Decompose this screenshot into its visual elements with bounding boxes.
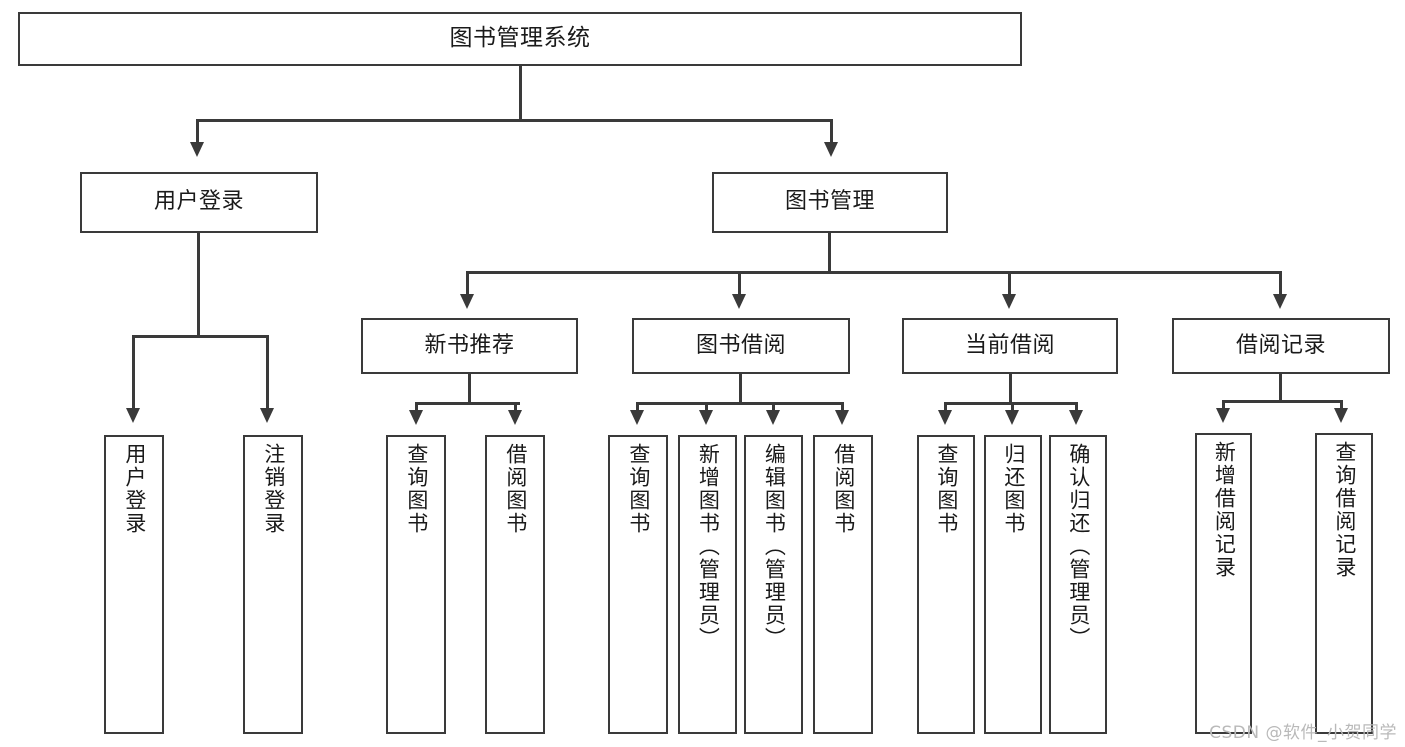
leaf-current-borrow-query-book[interactable]: 查询图书	[917, 435, 975, 734]
connector-bb-splitter	[636, 402, 844, 405]
connector-nbr-splitter	[415, 402, 520, 405]
leaf-label: 查询图书	[404, 443, 429, 535]
connector-root-to-book-management	[830, 119, 833, 144]
leaf-label: 查询图书	[934, 443, 959, 535]
leaf-current-borrow-confirm-return-admin[interactable]: 确认归还（管理员）	[1049, 435, 1107, 734]
arrow-cb-leaf-2	[1005, 410, 1019, 425]
connector-nbr-branch-2	[514, 402, 517, 412]
connector-br-stem	[1279, 374, 1282, 402]
leaf-new-book-recommend-borrow-book[interactable]: 借阅图书	[485, 435, 545, 734]
arrow-user-login-leaf-2	[260, 408, 274, 423]
arrow-root-to-user-login	[190, 142, 204, 157]
arrow-nbr-leaf-2	[508, 410, 522, 425]
connector-cb-branch-2	[1011, 402, 1014, 412]
arrow-bb-leaf-4	[835, 410, 849, 425]
connector-cb-branch-3	[1075, 402, 1078, 412]
leaf-label: 借阅图书	[503, 443, 528, 535]
connector-bm-branch-4	[1279, 271, 1282, 296]
node-root-book-management-system[interactable]: 图书管理系统	[18, 12, 1022, 66]
arrow-nbr-leaf-1	[409, 410, 423, 425]
connector-bb-branch-2	[705, 402, 708, 412]
connector-nbr-stem	[468, 374, 471, 404]
arrow-br-leaf-2	[1334, 408, 1348, 423]
connector-root-stem	[519, 66, 522, 119]
leaf-label: 编辑图书（管理员）	[762, 443, 787, 650]
node-user-login[interactable]: 用户登录	[80, 172, 318, 233]
arrow-bm-to-new-book-recommend	[460, 294, 474, 309]
leaf-book-borrow-add-book-admin[interactable]: 新增图书（管理员）	[678, 435, 737, 734]
connector-bb-stem	[739, 374, 742, 404]
connector-book-management-stem	[828, 233, 831, 273]
arrow-br-leaf-1	[1216, 408, 1230, 423]
leaf-label: 归还图书	[1001, 443, 1026, 535]
connector-cb-stem	[1009, 374, 1012, 404]
leaf-user-login-login[interactable]: 用户登录	[104, 435, 164, 734]
node-book-borrow[interactable]: 图书借阅	[632, 318, 850, 374]
arrow-bm-to-book-borrow	[732, 294, 746, 309]
node-borrow-records[interactable]: 借阅记录	[1172, 318, 1390, 374]
leaf-label: 注销登录	[261, 443, 286, 535]
arrow-user-login-leaf-1	[126, 408, 140, 423]
arrow-bm-to-current-borrow	[1002, 294, 1016, 309]
connector-root-splitter	[196, 119, 833, 122]
connector-bm-branch-1	[466, 271, 469, 296]
node-book-management[interactable]: 图书管理	[712, 172, 948, 233]
connector-root-to-user-login	[196, 119, 199, 144]
arrow-bb-leaf-1	[630, 410, 644, 425]
leaf-book-borrow-edit-book-admin[interactable]: 编辑图书（管理员）	[744, 435, 803, 734]
leaf-label: 新增图书（管理员）	[696, 443, 721, 650]
connector-user-login-splitter	[132, 335, 269, 338]
connector-bm-branch-3	[1008, 271, 1011, 296]
connector-book-management-splitter	[466, 271, 1282, 274]
connector-br-branch-1	[1222, 400, 1225, 410]
connector-nbr-branch-1	[415, 402, 418, 412]
connector-br-splitter	[1222, 400, 1343, 403]
connector-br-branch-2	[1340, 400, 1343, 410]
leaf-book-borrow-query-book[interactable]: 查询图书	[608, 435, 668, 734]
connector-user-login-stem	[197, 233, 200, 335]
leaf-book-borrow-borrow-book[interactable]: 借阅图书	[813, 435, 873, 734]
leaf-current-borrow-return-book[interactable]: 归还图书	[984, 435, 1042, 734]
leaf-new-book-recommend-query-book[interactable]: 查询图书	[386, 435, 446, 734]
arrow-bb-leaf-2	[699, 410, 713, 425]
connector-bb-branch-4	[841, 402, 844, 412]
connector-bm-branch-2	[738, 271, 741, 296]
arrow-bb-leaf-3	[766, 410, 780, 425]
arrow-root-to-book-management	[824, 142, 838, 157]
node-current-borrow[interactable]: 当前借阅	[902, 318, 1118, 374]
connector-bb-branch-3	[772, 402, 775, 412]
leaf-label: 借阅图书	[831, 443, 856, 535]
leaf-user-login-logout[interactable]: 注销登录	[243, 435, 303, 734]
connector-user-login-branch-1	[132, 335, 135, 410]
leaf-label: 用户登录	[122, 443, 147, 535]
arrow-cb-leaf-3	[1069, 410, 1083, 425]
node-new-book-recommend[interactable]: 新书推荐	[361, 318, 578, 374]
leaf-borrow-records-query-record[interactable]: 查询借阅记录	[1315, 433, 1373, 734]
connector-cb-branch-1	[944, 402, 947, 412]
leaf-label: 新增借阅记录	[1212, 441, 1237, 579]
leaf-label: 查询图书	[626, 443, 651, 535]
leaf-label: 确认归还（管理员）	[1066, 443, 1091, 650]
connector-bb-branch-1	[636, 402, 639, 412]
arrow-bm-to-borrow-records	[1273, 294, 1287, 309]
leaf-borrow-records-add-record[interactable]: 新增借阅记录	[1195, 433, 1252, 734]
leaf-label: 查询借阅记录	[1332, 441, 1357, 579]
connector-user-login-branch-2	[266, 335, 269, 410]
arrow-cb-leaf-1	[938, 410, 952, 425]
